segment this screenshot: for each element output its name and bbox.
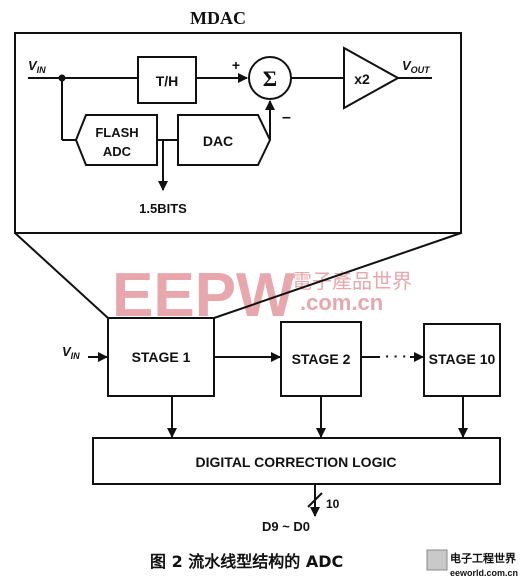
digital-correction-logic-block (92, 437, 501, 485)
x2-amplifier (343, 46, 401, 110)
zoom-line-right (213, 232, 462, 319)
corner-logo-url: eeworld.com.cn (450, 568, 518, 578)
dac-label: DAC (203, 133, 233, 149)
figure-caption: 图 2 流水线型结构的 ADC (150, 552, 343, 571)
mdac-vout-label: VOUT (402, 58, 431, 75)
zoom-line-left (14, 232, 109, 319)
stage-1-block (107, 317, 215, 397)
bus-width-label: 10 (326, 497, 340, 511)
sum-symbol: Σ (263, 66, 277, 91)
eeworld-logo-icon (426, 549, 448, 571)
pipeline-vin-label: VIN (62, 344, 80, 361)
eeworld-corner-logo: 电子工程世界 eeworld.com.cn (426, 549, 518, 578)
sum-plus-sign: + (232, 57, 240, 73)
amp-label: x2 (354, 71, 370, 87)
mdac-frame (14, 32, 462, 234)
pipeline-dots: · · · (385, 348, 407, 364)
flash-label-line2: ADC (103, 144, 132, 159)
watermark-cn: 電子產品世界 (292, 269, 412, 293)
watermark-url: .com.cn (300, 290, 383, 315)
stage-1-label: STAGE 1 (132, 349, 191, 365)
stage-10-block (423, 323, 501, 397)
corner-logo-cn: 电子工程世界 (450, 551, 516, 565)
dac-block (177, 114, 272, 166)
sum-minus-sign: – (282, 109, 291, 126)
th-block (137, 56, 197, 104)
th-label: T/H (156, 73, 179, 89)
logic-label: DIGITAL CORRECTION LOGIC (196, 454, 397, 470)
output-label: D9 ~ D0 (262, 519, 310, 534)
mdac-vin-label: VIN (28, 58, 46, 75)
bits-label: 1.5BITS (139, 201, 187, 216)
flash-label-line1: FLASH (95, 125, 138, 140)
mdac-title: MDAC (190, 8, 246, 28)
bus-slash (307, 492, 323, 508)
stage-2-label: STAGE 2 (292, 351, 351, 367)
stage-10-label: STAGE 10 (429, 351, 496, 367)
